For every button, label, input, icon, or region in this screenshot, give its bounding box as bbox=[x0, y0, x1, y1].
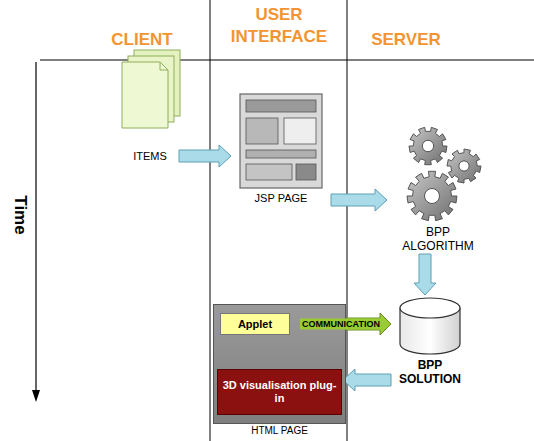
flow-arrow bbox=[331, 189, 387, 211]
node-label: HTML PAGE bbox=[214, 425, 345, 437]
applet-box: Applet bbox=[220, 313, 290, 335]
database-cylinder bbox=[400, 298, 460, 354]
node-label: BPP SOLUTION bbox=[392, 358, 468, 386]
flow-arrow bbox=[414, 254, 436, 295]
header-rule bbox=[40, 60, 534, 61]
documents-icon bbox=[122, 50, 180, 128]
axis-label: Time bbox=[10, 185, 30, 245]
solution-node: BPP SOLUTION bbox=[392, 296, 468, 386]
gears-icon bbox=[407, 127, 481, 220]
lane-divider bbox=[210, 0, 211, 441]
lane-divider bbox=[347, 0, 348, 441]
gear-hub bbox=[422, 140, 433, 151]
flow-arrow bbox=[343, 369, 391, 391]
gear-hub bbox=[425, 189, 440, 204]
gear bbox=[447, 149, 481, 183]
time-axis bbox=[35, 62, 36, 392]
lane-heading: SERVER bbox=[356, 30, 456, 50]
gear-hub bbox=[459, 161, 469, 171]
plugin-box: 3D visualisation plug-in bbox=[217, 369, 342, 415]
lane-heading: USER INTERFACE bbox=[224, 4, 334, 48]
items-node: ITEMS bbox=[122, 50, 178, 162]
gear bbox=[407, 171, 457, 220]
node-label: JSP PAGE bbox=[232, 192, 330, 204]
node-label: 3D visualisation plug-in bbox=[222, 379, 337, 405]
jsp-page-icon bbox=[240, 94, 322, 188]
lane-heading: CLIENT bbox=[92, 30, 192, 50]
algorithm-node: BPP ALGORITHM bbox=[388, 125, 488, 253]
node-label: ITEMS bbox=[122, 150, 178, 162]
time-arrowhead bbox=[32, 390, 40, 402]
edge-label: COMMUNICATION bbox=[300, 319, 382, 330]
jsp-page-node: JSP PAGE bbox=[232, 92, 330, 204]
node-label: Applet bbox=[238, 318, 272, 330]
gear bbox=[409, 127, 447, 164]
node-label: BPP ALGORITHM bbox=[398, 225, 478, 253]
flow-arrow bbox=[179, 145, 231, 167]
